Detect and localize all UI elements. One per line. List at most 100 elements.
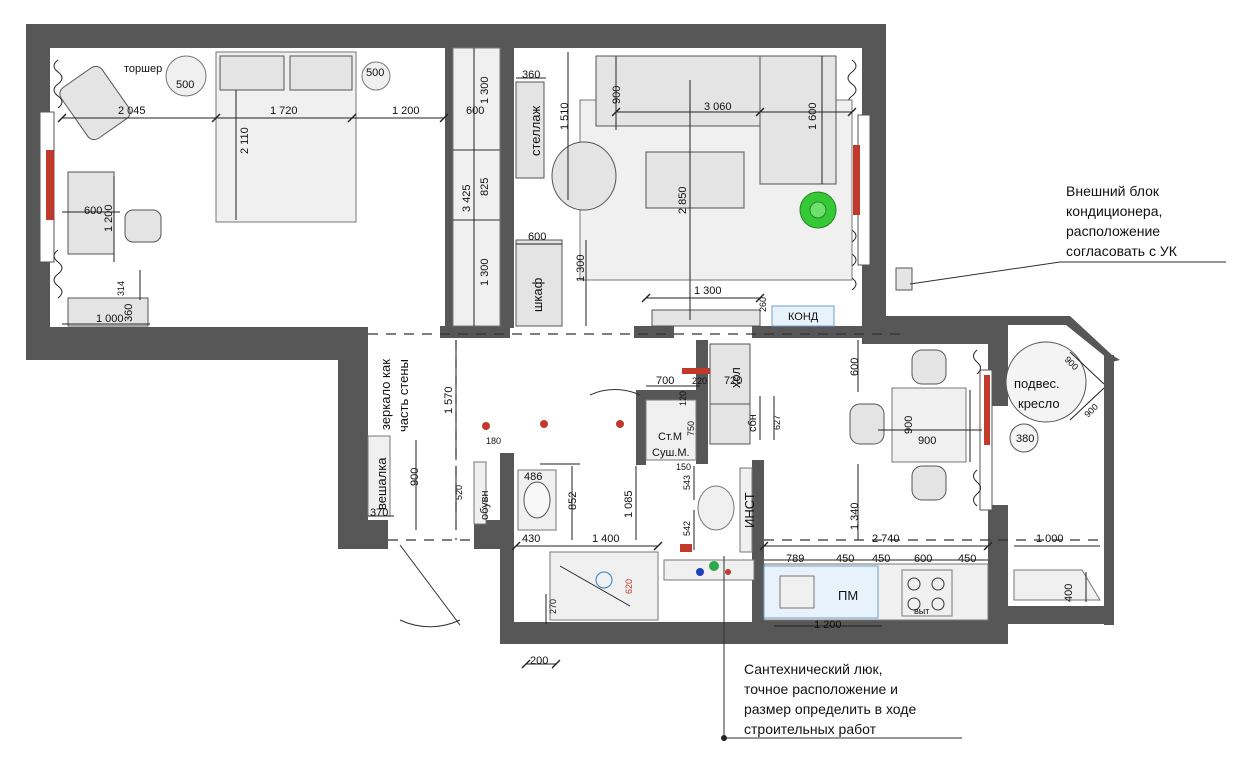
pillow-right bbox=[289, 55, 353, 91]
radiator-kitchen bbox=[984, 375, 990, 445]
kitchen bbox=[763, 267, 1101, 621]
dim-label: 1 300 bbox=[479, 76, 491, 104]
dim-label: 1 570 bbox=[443, 386, 455, 414]
note-hatch-line-2: точное расположение и bbox=[744, 681, 898, 697]
dim-label: 852 bbox=[567, 492, 579, 510]
dim-label: 1 340 bbox=[849, 502, 861, 530]
label-ac: КОНД bbox=[788, 311, 819, 323]
dim-label: 500 bbox=[366, 67, 384, 79]
coffee-table bbox=[645, 151, 745, 209]
dim-label: 150 bbox=[676, 462, 691, 472]
dim-label: 543 bbox=[682, 475, 692, 490]
label-coat-rack: вешалка bbox=[374, 457, 389, 510]
dim-label: 430 bbox=[522, 533, 540, 545]
dim-label: 1 200 bbox=[103, 204, 115, 232]
radiator-bedroom bbox=[46, 150, 54, 220]
chair-bottom bbox=[911, 465, 947, 501]
armchair-living bbox=[551, 141, 617, 211]
dim-label: 600 bbox=[849, 358, 861, 376]
walls bbox=[26, 24, 1120, 644]
dim-label: 900 bbox=[918, 435, 936, 447]
bathtub bbox=[549, 551, 659, 621]
dim-label: 220 bbox=[692, 376, 707, 386]
floor-lamp bbox=[165, 55, 207, 97]
dim-label: 900 bbox=[409, 468, 421, 486]
label-cabinet: шкаф bbox=[530, 277, 545, 312]
label-shelving: стеллаж bbox=[528, 105, 543, 156]
dim-label: 627 bbox=[772, 415, 782, 430]
callout-ac: Внешний блок кондиционера, расположение … bbox=[909, 183, 1226, 285]
label-floor-lamp: торшер bbox=[124, 63, 162, 75]
dim-label: 180 bbox=[486, 436, 501, 446]
label-chair: кресло bbox=[1018, 396, 1060, 411]
dim-label: 486 bbox=[524, 471, 542, 483]
armchair-bedroom bbox=[59, 65, 131, 141]
callout-hatch: Сантехнический люк, точное расположение … bbox=[721, 556, 962, 741]
dim-label: 1 300 bbox=[479, 258, 491, 286]
desk bbox=[67, 171, 115, 255]
label-sbn: сбн bbox=[747, 414, 759, 432]
hall-and-bath bbox=[367, 343, 755, 628]
dim-label: 1 510 bbox=[559, 102, 571, 130]
dimension-labels: 500 500 2 045 1 720 1 200 2 110 600 1 20… bbox=[84, 67, 1100, 667]
dim-label: 500 bbox=[176, 79, 194, 91]
shelving bbox=[515, 81, 545, 179]
dim-label: 3 425 bbox=[461, 184, 473, 212]
note-ac-line-3: расположение bbox=[1066, 223, 1160, 239]
dim-label: 900 bbox=[611, 86, 623, 104]
label-installation: ИНСТ bbox=[742, 492, 757, 528]
dim-label: 270 bbox=[548, 599, 558, 614]
dim-label: 750 bbox=[686, 421, 696, 436]
kitchen-sink bbox=[779, 575, 815, 609]
dim-label: 1 085 bbox=[623, 490, 635, 518]
cabinet bbox=[515, 239, 563, 327]
dim-label: 1 400 bbox=[592, 533, 620, 545]
dining-table bbox=[891, 387, 967, 463]
dim-label: 2 850 bbox=[677, 186, 689, 214]
dim-label: 600 bbox=[84, 205, 102, 217]
dimension-ticks bbox=[57, 107, 993, 669]
hanging-chair bbox=[1005, 341, 1087, 423]
dim-label: 1 720 bbox=[270, 105, 298, 117]
dim-label: 360 bbox=[123, 304, 135, 322]
dim-label: 1 300 bbox=[694, 285, 722, 297]
balcony-table bbox=[1009, 423, 1039, 453]
label-hood: выт bbox=[914, 606, 929, 616]
dim-label: 825 bbox=[479, 178, 491, 196]
dim-label: 2 110 bbox=[239, 127, 251, 154]
label-shoe-cabinet: обувн bbox=[479, 490, 491, 520]
dim-label: 1 000 bbox=[1036, 533, 1064, 545]
plant-icon bbox=[799, 191, 837, 229]
dim-label: 380 bbox=[1016, 433, 1034, 445]
dim-label: 3 060 bbox=[704, 101, 732, 113]
label-mirror-1: зеркало как bbox=[378, 359, 393, 430]
dim-label: 1 300 bbox=[575, 254, 587, 282]
chair-left bbox=[849, 403, 885, 445]
dim-label: 450 bbox=[872, 553, 890, 565]
bedroom bbox=[59, 47, 501, 327]
dim-label: 120 bbox=[678, 391, 688, 406]
tv-stand bbox=[651, 309, 761, 327]
balcony-bench bbox=[1013, 569, 1101, 601]
dim-label: 600 bbox=[466, 105, 484, 117]
dim-label: 450 bbox=[836, 553, 854, 565]
note-hatch-line-3: размер определить в ходе bbox=[744, 701, 916, 717]
label-dishwasher: ПМ bbox=[838, 588, 858, 603]
dresser bbox=[67, 297, 149, 327]
shoe-cabinet bbox=[473, 461, 487, 525]
dim-label: 600 bbox=[914, 553, 932, 565]
chair-top bbox=[911, 349, 947, 385]
radiator-living bbox=[853, 145, 860, 215]
dim-label: 400 bbox=[1063, 584, 1075, 602]
dim-label: 1 000 bbox=[96, 313, 124, 325]
dim-label: 370 bbox=[370, 507, 388, 519]
wardrobe bbox=[452, 47, 501, 327]
dimension-lines bbox=[62, 48, 1105, 665]
windows bbox=[39, 111, 993, 511]
dim-label: 600 bbox=[528, 231, 546, 243]
dim-label: 700 bbox=[656, 375, 674, 387]
sbn-cabinet bbox=[709, 403, 751, 445]
dim-label: 450 bbox=[958, 553, 976, 565]
ac-outdoor-unit bbox=[895, 267, 913, 291]
sofa-chaise bbox=[759, 55, 837, 185]
